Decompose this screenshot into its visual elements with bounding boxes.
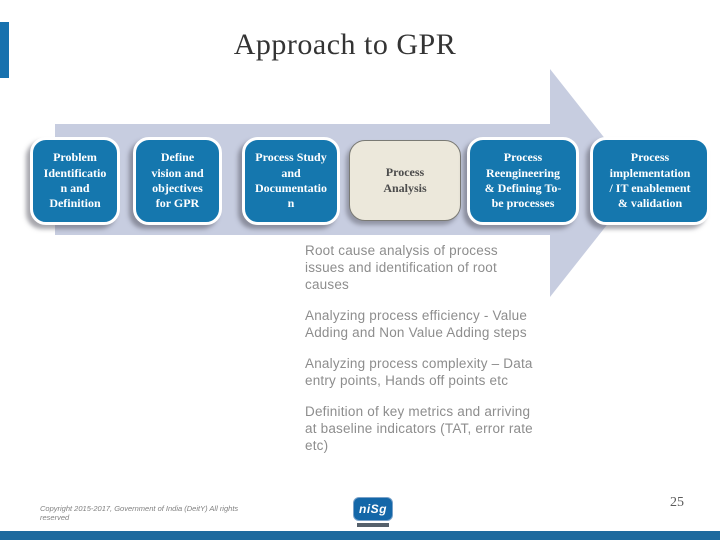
nisg-logo-box: niSg	[353, 497, 393, 521]
process-step-label: Process Study and Documentatio n	[255, 150, 327, 211]
process-step-study-documentation: Process Study and Documentatio n	[242, 137, 340, 225]
analysis-notes: Root cause analysis of process issues an…	[305, 242, 565, 468]
process-step-label: Process Analysis	[383, 165, 427, 195]
note-efficiency: Analyzing process efficiency - Value Add…	[305, 308, 528, 340]
process-step-reengineering: Process Reengineering & Defining To- be …	[467, 137, 579, 225]
nisg-logo-text: niSg	[359, 502, 387, 516]
process-step-problem-identification: Problem Identificatio n and Definition	[30, 137, 120, 225]
process-step-label: Define vision and objectives for GPR	[151, 150, 204, 211]
slide-title: Approach to GPR	[233, 28, 457, 61]
process-step-implementation: Process implementation / IT enablement &…	[590, 137, 710, 225]
note-complexity: Analyzing process complexity – Data entr…	[305, 356, 533, 388]
process-step-label: Problem Identificatio n and Definition	[43, 150, 107, 211]
process-step-label: Process implementation / IT enablement &…	[609, 150, 691, 211]
left-accent-bar	[0, 22, 9, 78]
page-number: 25	[670, 495, 684, 510]
process-steps-row: Problem Identificatio n and Definition D…	[0, 137, 720, 228]
nisg-logo: niSg	[352, 497, 394, 527]
note-root-cause: Root cause analysis of process issues an…	[305, 243, 498, 292]
bottom-blue-bar	[0, 531, 720, 540]
process-step-analysis: Process Analysis	[349, 140, 461, 221]
process-step-define-vision: Define vision and objectives for GPR	[133, 137, 222, 225]
footer-copyright: Copyright 2015-2017, Government of India…	[40, 504, 239, 522]
process-step-label: Process Reengineering & Defining To- be …	[484, 150, 562, 211]
nisg-logo-tagline-strip	[357, 523, 389, 527]
note-key-metrics: Definition of key metrics and arriving a…	[305, 404, 533, 453]
